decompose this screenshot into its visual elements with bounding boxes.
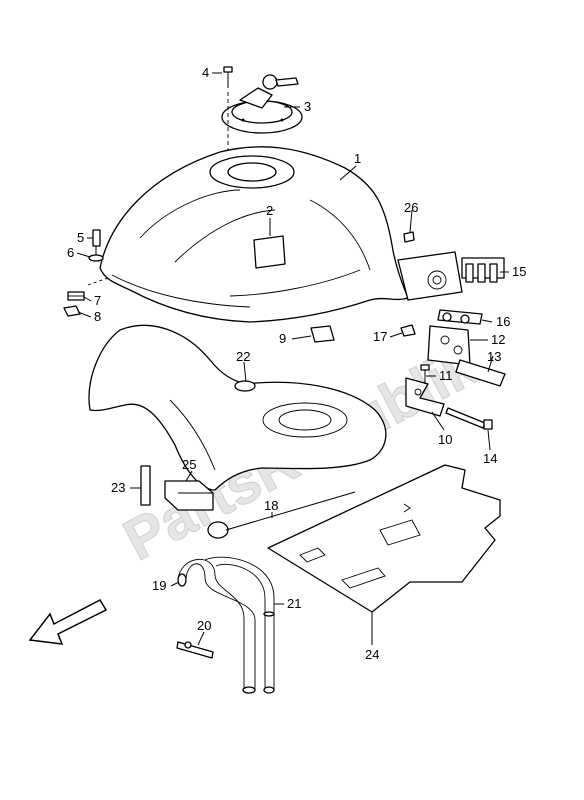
callout-18: 18	[264, 498, 278, 513]
cap-screw[interactable]	[223, 66, 233, 88]
clip-17[interactable]	[400, 324, 416, 337]
callout-13: 13	[487, 349, 501, 364]
callout-14: 14	[483, 451, 497, 466]
callout-12: 12	[491, 332, 505, 347]
emblem-logo: S	[260, 242, 275, 267]
callout-16: 16	[496, 314, 510, 329]
fuel-tank[interactable]	[99, 146, 409, 323]
callout-7: 7	[94, 293, 101, 308]
callout-19: 19	[152, 578, 166, 593]
tray-plate[interactable]	[267, 464, 501, 613]
mount-bracket[interactable]	[405, 377, 445, 417]
callout-21: 21	[287, 596, 301, 611]
drain-hose-19[interactable]	[177, 559, 256, 694]
callout-labels: 1 2 3 4 5 6 7 8 9 10 11 12 13 14 15 16 1…	[67, 65, 526, 662]
bolt-11[interactable]	[420, 364, 430, 384]
callout-11: 11	[439, 368, 453, 383]
spacer-8[interactable]	[63, 305, 81, 317]
callout-2: 2	[266, 203, 273, 218]
callout-9: 9	[279, 331, 286, 346]
callout-10: 10	[438, 432, 452, 447]
fuel-cap[interactable]	[221, 74, 303, 134]
callout-24-alt: 25	[182, 457, 196, 472]
callout-24: 24	[365, 647, 379, 662]
callout-23: 23	[111, 480, 125, 495]
callout-6: 6	[67, 245, 74, 260]
drain-hose-21[interactable]	[204, 556, 275, 694]
bolt-5[interactable]	[92, 229, 101, 256]
pad-25[interactable]	[164, 480, 214, 511]
leader-lines	[76, 72, 509, 646]
cushion-9[interactable]	[310, 325, 335, 343]
tank-emblem[interactable]: S	[253, 235, 286, 269]
callout-26: 26	[404, 200, 418, 215]
hinge-bracket[interactable]	[427, 325, 471, 366]
bolt-14[interactable]	[445, 407, 493, 430]
front-direction-arrow	[28, 599, 108, 645]
callout-4: 4	[202, 65, 209, 80]
callout-5: 5	[77, 230, 84, 245]
washer-6[interactable]	[88, 254, 104, 262]
callout-15: 15	[512, 264, 526, 279]
callout-1: 1	[354, 151, 361, 166]
clamp-23[interactable]	[140, 465, 151, 506]
callout-22: 22	[236, 349, 250, 364]
callout-17: 17	[373, 329, 387, 344]
cushion-26[interactable]	[403, 231, 415, 243]
callout-8: 8	[94, 309, 101, 324]
grommet-7[interactable]	[67, 291, 85, 301]
cover-bracket[interactable]	[397, 251, 505, 301]
prop-rod[interactable]	[207, 491, 356, 539]
callout-3: 3	[304, 99, 311, 114]
cushion-16[interactable]	[437, 309, 483, 325]
hinge-pin[interactable]	[455, 359, 506, 387]
tank-under-tray[interactable]	[88, 324, 387, 491]
hose-clip-20[interactable]	[176, 641, 214, 659]
callout-20: 20	[197, 618, 211, 633]
